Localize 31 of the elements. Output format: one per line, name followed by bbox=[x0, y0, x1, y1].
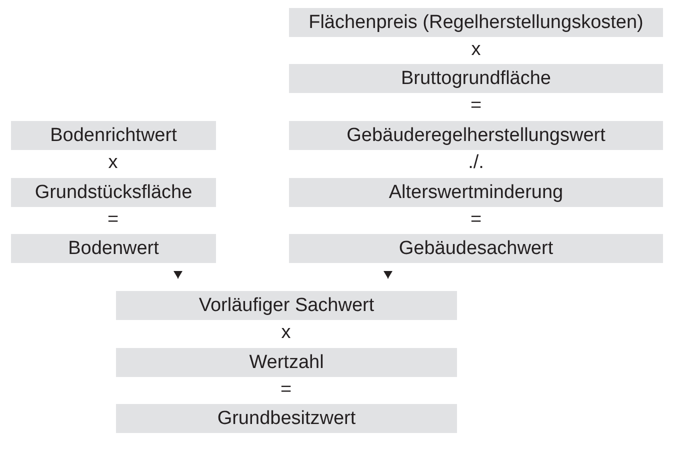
formula-box bbox=[11, 178, 216, 207]
math-operator: x bbox=[108, 152, 118, 174]
term-text: Bruttogrundfläche bbox=[401, 68, 551, 90]
math-operator: = bbox=[280, 379, 292, 401]
math-operator: x bbox=[471, 39, 481, 61]
term-text: Grundstücksfläche bbox=[34, 182, 192, 204]
term-text: Gebäuderegelherstellungswert bbox=[346, 124, 606, 146]
formula-box bbox=[289, 178, 663, 207]
term-text: Bodenwert bbox=[68, 238, 159, 260]
term-text: Alterswertminderung bbox=[388, 182, 564, 204]
formula-box bbox=[289, 121, 663, 150]
math-operator: = bbox=[470, 95, 482, 117]
arrow bbox=[174, 270, 182, 279]
term-text: Vorläufiger Sachwert bbox=[198, 294, 374, 316]
formula-box bbox=[11, 234, 216, 263]
formula-box bbox=[116, 291, 457, 320]
math-operator: x bbox=[281, 322, 291, 344]
term-text: Gebäudesachwert bbox=[398, 238, 554, 260]
term-text: Bodenrichtwert bbox=[50, 124, 177, 146]
formula-box bbox=[116, 348, 457, 377]
math-operator: = bbox=[107, 209, 119, 231]
math-operator: = bbox=[470, 209, 482, 231]
term-text: Grundbesitzwert bbox=[217, 408, 356, 430]
term-text: Flächenpreis (Regelherstellungskosten) bbox=[308, 12, 644, 34]
formula-box bbox=[116, 404, 457, 433]
formula-box bbox=[289, 234, 663, 263]
term-text: Wertzahl bbox=[249, 352, 324, 374]
formula-box bbox=[289, 64, 663, 93]
formula-box bbox=[11, 121, 216, 150]
formula-box bbox=[289, 8, 663, 37]
math-operator: ./. bbox=[468, 152, 484, 174]
